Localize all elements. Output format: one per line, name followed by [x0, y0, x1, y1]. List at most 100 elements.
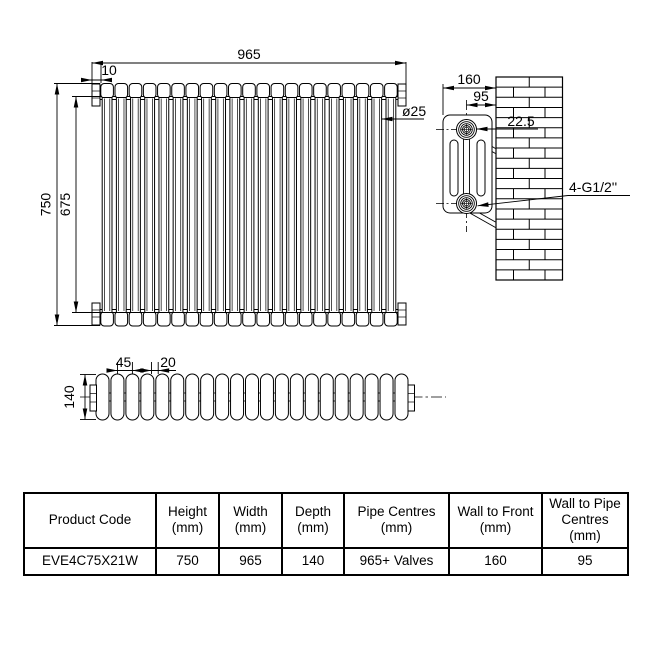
radiator-tube — [186, 97, 198, 313]
radiator-tube — [243, 97, 255, 313]
arrowhead — [54, 314, 60, 326]
hub-width-dimension: 20 — [160, 354, 176, 370]
header-wall-to-front: Wall to Front(mm) — [448, 492, 543, 549]
front-pipe-centres-dimension: 675 — [57, 193, 73, 217]
radiator-tube — [130, 97, 141, 313]
depth-dimension: 140 — [61, 385, 77, 409]
tube-top-cap — [100, 83, 114, 99]
tube-top-cap — [228, 83, 242, 99]
tube-top-cap — [313, 83, 327, 99]
wall-bracket-tab — [91, 83, 101, 107]
tube-bottom-cap — [298, 311, 313, 327]
header-product-code: Product Code — [23, 492, 157, 549]
end-plug — [407, 384, 415, 412]
section-top-profile — [259, 373, 274, 421]
value-pipe-centres: 965+ Valves — [343, 546, 450, 576]
section-top-profile — [379, 373, 394, 421]
tube-bottom-cap — [256, 311, 270, 327]
tube-bottom-cap — [242, 311, 256, 327]
wall-bracket-tab — [397, 83, 407, 107]
section-top-profile — [125, 373, 140, 421]
section-top-profile — [319, 373, 334, 421]
radiator-tube — [357, 97, 368, 313]
radiator-tube — [144, 97, 156, 313]
section-top-profile — [304, 373, 319, 421]
arrowhead — [476, 126, 488, 132]
section-top-profile — [230, 373, 245, 421]
valve-ring — [458, 195, 475, 212]
radiator-tube — [201, 97, 212, 313]
arrowhead — [395, 60, 406, 66]
front-width-dimension: 965 — [237, 46, 261, 62]
tube-top-cap — [369, 83, 384, 99]
tube-bottom-cap — [270, 311, 285, 327]
tube-bottom-cap — [114, 311, 129, 327]
tube-bottom-cap — [284, 311, 299, 327]
radiator-tube — [371, 97, 383, 313]
arrowhead — [443, 85, 454, 91]
section-top-profile — [394, 373, 409, 421]
radiator-tube — [257, 97, 269, 313]
dimension-annotations — [54, 60, 630, 420]
tube-top-cap — [256, 83, 270, 99]
tube-top-cap — [185, 83, 200, 99]
tube-top-cap — [171, 83, 185, 99]
radiator-tube — [158, 97, 170, 313]
dimension-line — [477, 195, 569, 207]
tube-top-cap — [384, 83, 398, 99]
radiator-tube — [342, 97, 354, 313]
value-product-code: EVE4C75X21W — [23, 546, 157, 576]
valve-ring — [458, 121, 475, 138]
end-plug — [89, 384, 97, 412]
front-end-offset-dimension: 10 — [101, 62, 117, 78]
radiator-tube — [286, 97, 297, 313]
spec-table: Product Code Height(mm) Width(mm) Depth(… — [23, 492, 629, 576]
wall-bracket-tab — [397, 302, 407, 326]
tube-top-cap — [213, 83, 228, 99]
column-diameter-label: ø25 — [402, 103, 426, 119]
header-depth: Depth(mm) — [281, 492, 345, 549]
value-width: 965 — [218, 546, 283, 576]
radiator-tube — [314, 97, 326, 313]
tube-bottom-cap — [142, 311, 157, 327]
tube-bottom-cap — [185, 311, 200, 327]
front-height-dimension: 750 — [38, 193, 54, 217]
top-view — [80, 373, 446, 421]
section-top-profile — [155, 373, 170, 421]
wall-to-pipe-dimension: 95 — [473, 88, 489, 104]
tube-top-cap — [355, 83, 370, 99]
tube-bottom-cap — [171, 311, 185, 327]
tube-top-cap — [341, 83, 356, 99]
tube-top-cap — [142, 83, 157, 99]
tube-bottom-cap — [228, 311, 242, 327]
header-height: Height(mm) — [155, 492, 220, 549]
section-top-profile — [95, 373, 110, 421]
arrowhead — [73, 96, 79, 108]
tube-bottom-cap — [341, 311, 356, 327]
arrowhead — [54, 83, 60, 95]
tube-bottom-cap — [157, 311, 171, 327]
arrowhead — [82, 408, 88, 420]
connections-label: 4-G1/2'' — [569, 179, 617, 195]
tube-bottom-cap — [199, 311, 214, 327]
tube-top-cap — [242, 83, 256, 99]
section-top-profile — [349, 373, 364, 421]
section-top-profile — [185, 373, 200, 421]
arrowhead — [82, 374, 88, 386]
section-top-profile — [110, 373, 125, 421]
arrowhead — [485, 85, 496, 91]
column-slot — [449, 139, 459, 197]
section-top-profile — [215, 373, 230, 421]
tube-bottom-cap — [355, 311, 370, 327]
arrowhead — [477, 202, 489, 207]
tube-top-cap — [327, 83, 341, 99]
spec-table-header-row: Product Code Height(mm) Width(mm) Depth(… — [23, 492, 629, 549]
value-height: 750 — [155, 546, 220, 576]
tube-bottom-cap — [369, 311, 384, 327]
section-top-profile — [140, 373, 155, 421]
tube-top-cap — [298, 83, 313, 99]
arrowhead — [106, 368, 118, 373]
header-pipe-centres: Pipe Centres(mm) — [343, 492, 450, 549]
